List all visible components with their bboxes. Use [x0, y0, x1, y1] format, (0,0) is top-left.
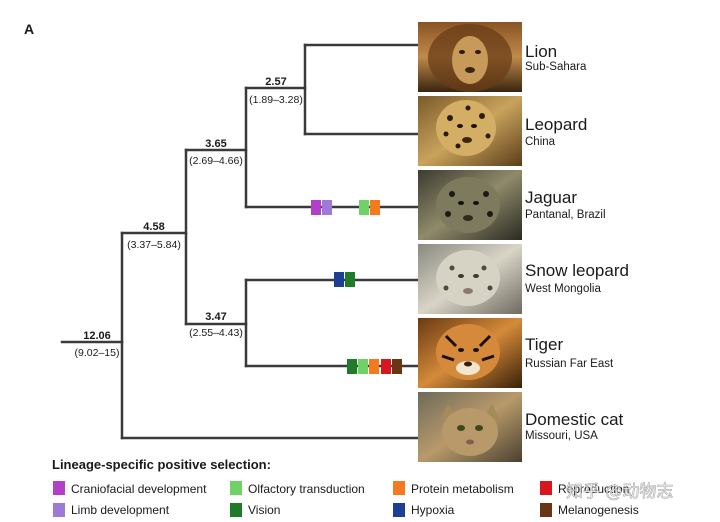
node-age-root: 12.06: [83, 330, 111, 342]
jaguar-branch-markers: [311, 200, 380, 215]
species-region-jaguar: Pantanal, Brazil: [525, 209, 606, 221]
marker-reproduction: [381, 359, 391, 374]
species-name-tiger: Tiger: [525, 335, 563, 354]
legend-label-craniofacial-development: Craniofacial development: [71, 482, 207, 496]
watermark: 知乎 @动物志: [566, 482, 673, 502]
marker-limb-development: [322, 200, 332, 215]
node-age-pantherinae: 4.58: [143, 221, 164, 233]
node-ci-lion-leopard-jaguar: (2.69–4.66): [189, 155, 243, 167]
legend-swatch-limb-development: [53, 503, 65, 517]
species-name-leopard: Leopard: [525, 115, 587, 134]
legend-label-melanogenesis: Melanogenesis: [558, 503, 639, 517]
marker-craniofacial-development: [311, 200, 321, 215]
species-name-lion: Lion: [525, 42, 557, 61]
legend-swatch-reproduction: [540, 481, 552, 495]
species-name-jaguar: Jaguar: [525, 188, 577, 207]
lion-photo: [418, 22, 522, 92]
node-ci-lion-leopard: (1.89–3.28): [249, 94, 303, 106]
species-photos: [418, 22, 522, 462]
tiger-branch-markers: [347, 359, 402, 374]
legend-swatch-craniofacial-development: [53, 481, 65, 495]
legend-label-reproduction: Reproduction: [558, 482, 629, 496]
legend-title: Lineage-specific positive selection:: [52, 457, 271, 472]
legend-swatch-melanogenesis: [540, 503, 552, 517]
legend-label-limb-development: Limb development: [71, 503, 170, 517]
species-region-snow-leopard: West Mongolia: [525, 283, 601, 295]
snow-leopard-branch-markers: [334, 272, 355, 287]
legend-swatch-hypoxia: [393, 503, 405, 517]
legend-label-vision: Vision: [248, 503, 280, 517]
species-name-snow-leopard: Snow leopard: [525, 261, 629, 280]
phylogenetic-tree: [60, 43, 420, 440]
legend-label-hypoxia: Hypoxia: [411, 503, 455, 517]
species-region-tiger: Russian Far East: [525, 358, 614, 370]
marker-hypoxia: [334, 272, 344, 287]
legend-swatch-protein-metabolism: [393, 481, 405, 495]
panel-label: A: [24, 21, 34, 37]
domestic-cat-photo: [418, 392, 522, 462]
legend-label-olfactory-transduction: Olfactory transduction: [248, 482, 365, 496]
species-region-lion: Sub-Sahara: [525, 61, 587, 73]
legend-swatch-vision: [230, 503, 242, 517]
marker-protein-metabolism: [369, 359, 379, 374]
node-age-lion-leopard: 2.57: [265, 76, 286, 88]
species-name-domestic-cat: Domestic cat: [525, 410, 624, 429]
marker-vision: [345, 272, 355, 287]
node-age-snowleopard-tiger: 3.47: [205, 311, 226, 323]
jaguar-photo: [418, 170, 522, 240]
node-ci-snowleopard-tiger: (2.55–4.43): [189, 327, 243, 339]
marker-protein-metabolism: [370, 200, 380, 215]
marker-olfactory-transduction: [358, 359, 368, 374]
legend-label-protein-metabolism: Protein metabolism: [411, 482, 514, 496]
node-age-lion-leopard-jaguar: 3.65: [205, 138, 226, 150]
node-ci-pantherinae: (3.37–5.84): [127, 239, 181, 251]
leopard-photo: [418, 96, 522, 166]
snow-leopard-photo: [418, 244, 522, 314]
marker-melanogenesis: [392, 359, 402, 374]
legend-swatch-olfactory-transduction: [230, 481, 242, 495]
legend: Lineage-specific positive selection: Cra…: [52, 457, 639, 517]
tiger-photo: [418, 318, 522, 388]
species-region-leopard: China: [525, 136, 556, 148]
marker-olfactory-transduction: [359, 200, 369, 215]
marker-vision: [347, 359, 357, 374]
species-region-domestic-cat: Missouri, USA: [525, 430, 598, 442]
node-ci-root: (9.02–15): [75, 347, 120, 359]
